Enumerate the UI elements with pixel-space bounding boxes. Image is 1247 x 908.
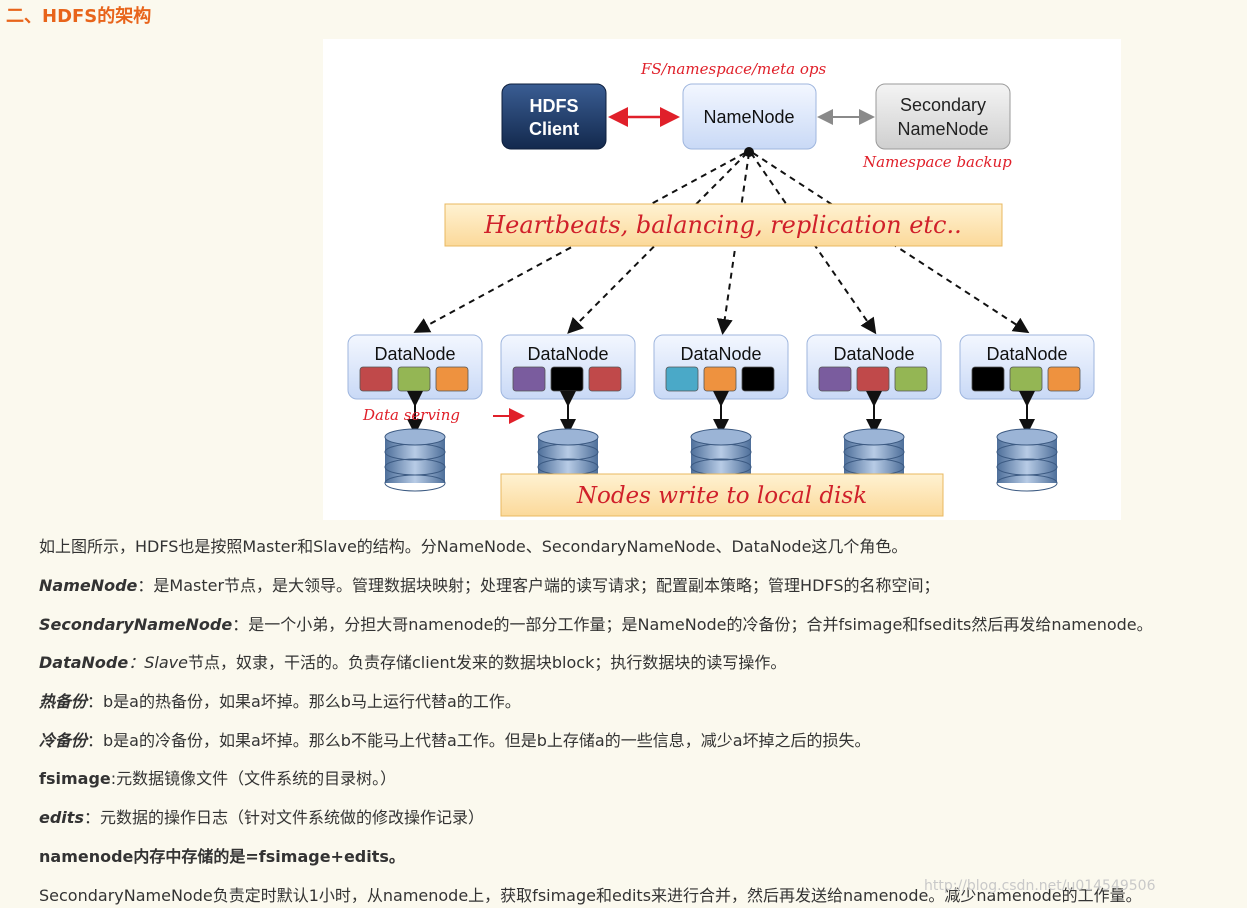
data-block — [1009, 366, 1043, 392]
data-block — [435, 366, 469, 392]
paragraph-fsimage: fsimage:元数据镜像文件（文件系统的目录树。） — [39, 769, 396, 789]
client-label-line1: HDFS — [530, 96, 579, 116]
paragraph-memory: namenode内存中存储的是=fsimage+edits。 — [39, 847, 405, 866]
heartbeats-label: Heartbeats, balancing, replication etc.. — [483, 211, 962, 239]
datanode-1: DataNode — [347, 334, 483, 492]
desc-datanode: 节点，奴隶，干活的。负责存储client发来的数据块block；执行数据块的读写… — [187, 653, 787, 672]
data-block — [856, 366, 890, 392]
heartbeats-banner: Heartbeats, balancing, replication etc.. — [444, 203, 1003, 247]
data-block — [741, 366, 775, 392]
namespace-backup-label: Namespace backup — [862, 153, 1012, 171]
secondary-label-line2: NameNode — [897, 119, 988, 139]
disk-icon — [384, 428, 446, 492]
namenode-node: NameNode — [682, 83, 817, 150]
section-heading: 二、HDFS的架构 — [6, 6, 152, 27]
datanode-sep: ： — [128, 653, 145, 672]
paragraph-cold-backup: 冷备份：b是a的冷备份，如果a坏掉。那么b不能马上代替a工作。但是b上存储a的一… — [39, 731, 871, 751]
paragraph-intro: 如上图所示，HDFS也是按照Master和Slave的结构。分NameNode、… — [39, 537, 908, 556]
datanode-label: DataNode — [986, 344, 1067, 364]
paragraph-secondary: SecondaryNameNode：是一个小弟，分担大哥namenode的一部分… — [39, 615, 1153, 635]
local-disk-label: Nodes write to local disk — [576, 483, 867, 509]
datanodes-row: DataNode DataNode DataNode DataNode DataNode — [347, 334, 1095, 492]
data-block — [512, 366, 546, 392]
namenode-fanout-point — [744, 147, 754, 157]
client-label-line2: Client — [529, 119, 579, 139]
datanode-slave: Slave — [144, 653, 188, 672]
namenode-label: NameNode — [703, 107, 794, 127]
term-hot-backup: 热备份 — [39, 692, 88, 711]
hdfs-client-node: HDFS Client — [501, 83, 607, 150]
datanode-label: DataNode — [374, 344, 455, 364]
datanode-label: DataNode — [833, 344, 914, 364]
term-namenode: NameNode — [39, 576, 138, 595]
datanode-5: DataNode — [959, 334, 1095, 492]
desc-hot-backup: ：b是a的热备份，如果a坏掉。那么b马上运行代替a的工作。 — [87, 692, 521, 711]
secondary-label-line1: Secondary — [900, 95, 986, 115]
data-block — [588, 366, 622, 392]
term-datanode: DataNode — [39, 653, 129, 672]
term-cold-backup: 冷备份 — [39, 731, 88, 750]
data-block — [550, 366, 584, 392]
datanode-label: DataNode — [680, 344, 761, 364]
desc-secondary: ：是一个小弟，分担大哥namenode的一部分工作量；是NameNode的冷备份… — [232, 615, 1153, 634]
data-block — [359, 366, 393, 392]
paragraph-hot-backup: 热备份：b是a的热备份，如果a坏掉。那么b马上运行代替a的工作。 — [39, 692, 521, 712]
term-edits: edits — [39, 808, 84, 827]
data-serving-label: Data serving — [362, 406, 460, 424]
term-fsimage: fsimage — [39, 769, 111, 788]
term-secondary: SecondaryNameNode — [39, 615, 233, 634]
paragraph-namenode: NameNode：是Master节点，是大领导。管理数据块映射；处理客户端的读写… — [39, 576, 939, 596]
datanode-3: DataNode — [653, 334, 789, 492]
secondary-namenode-node: Secondary NameNode — [875, 83, 1011, 150]
paragraph-secondary-merge: SecondaryNameNode负责定时默认1小时，从namenode上，获取… — [39, 886, 1142, 905]
watermark: http://blog.csdn.net/u014549506 — [924, 878, 1156, 894]
data-block — [1047, 366, 1081, 392]
hdfs-architecture-diagram: FS/namespace/meta ops HDFS Client NameNo… — [323, 39, 1121, 520]
data-block — [894, 366, 928, 392]
data-block — [971, 366, 1005, 392]
local-disk-banner: Nodes write to local disk — [500, 473, 944, 517]
data-block — [703, 366, 737, 392]
desc-namenode: ：是Master节点，是大领导。管理数据块映射；处理客户端的读写请求；配置副本策… — [137, 576, 940, 595]
disk-icon — [996, 428, 1058, 492]
datanode-label: DataNode — [527, 344, 608, 364]
datanode-4: DataNode — [806, 334, 942, 492]
desc-cold-backup: ：b是a的冷备份，如果a坏掉。那么b不能马上代替a工作。但是b上存储a的一些信息… — [87, 731, 871, 750]
datanode-2: DataNode — [500, 334, 636, 492]
fs-ops-label: FS/namespace/meta ops — [640, 60, 826, 78]
data-block — [397, 366, 431, 392]
paragraph-datanode: DataNode：Slave节点，奴隶，干活的。负责存储client发来的数据块… — [39, 653, 786, 673]
data-block — [818, 366, 852, 392]
desc-fsimage: :元数据镜像文件（文件系统的目录树。） — [110, 769, 397, 788]
paragraph-edits: edits：元数据的操作日志（针对文件系统做的修改操作记录） — [39, 808, 484, 828]
desc-edits: ：元数据的操作日志（针对文件系统做的修改操作记录） — [83, 808, 484, 827]
data-block — [665, 366, 699, 392]
